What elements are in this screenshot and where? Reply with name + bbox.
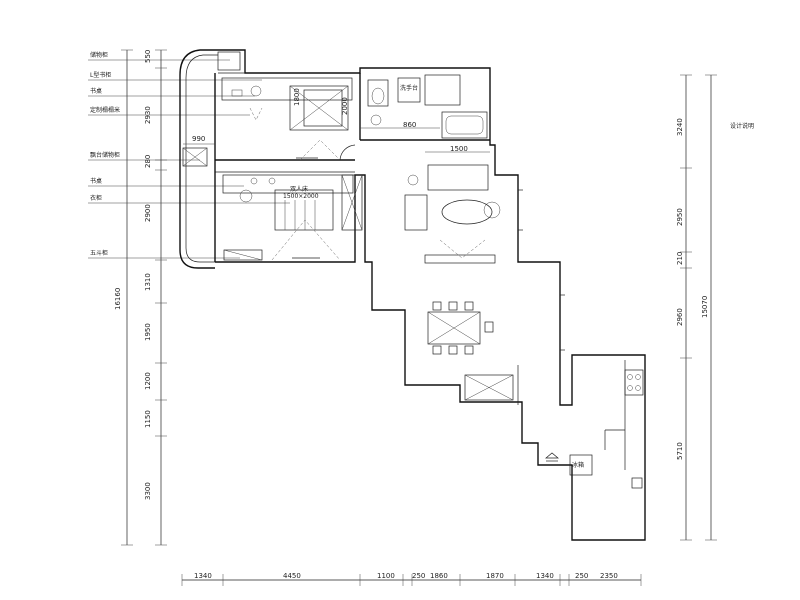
- fridge: [569, 454, 593, 476]
- right-dim-4: 2960: [676, 308, 684, 326]
- dim-sofa-width: 1500: [450, 145, 468, 153]
- bottom-dimension-chain: 1340 4450 1100 250 1860 1870 1340 250 23…: [181, 572, 642, 586]
- label-desk-bottom: 书桌: [90, 177, 102, 185]
- dim-bed-width: 2000: [341, 97, 349, 115]
- bay-storage-cabinet: [182, 147, 208, 167]
- dining-table: [427, 311, 481, 345]
- left-dim-8: 1150: [144, 410, 152, 428]
- left-dim-3: 280: [144, 155, 152, 168]
- bathroom: 洗手台 860: [360, 74, 488, 139]
- five-drawer-cabinet: [223, 249, 263, 261]
- dining-area: [427, 294, 565, 355]
- right-note: 设计说明: [730, 122, 754, 130]
- l-wall-cabinet-shape: [221, 77, 353, 101]
- wardrobe-shape: [341, 174, 363, 231]
- dim-bed-length: 1800: [293, 88, 301, 106]
- wc-label: 洗手台: [400, 84, 418, 92]
- tv-cabinet: [424, 254, 496, 264]
- label-desk-top: 书桌: [90, 87, 102, 95]
- storage-cabinet: [464, 374, 514, 401]
- bottom-dim-4: 250: [412, 572, 425, 580]
- right-dim-5: 5710: [676, 442, 684, 460]
- living-room: 1500: [404, 145, 523, 264]
- plant-icon: [483, 201, 501, 219]
- bottom-dim-1: 1340: [194, 572, 212, 580]
- side-sofa: [404, 194, 428, 231]
- toilet: [367, 79, 389, 107]
- right-dimension-chain: 3240 2950 210 2960 5710 15070 设计说明: [676, 74, 754, 541]
- label-five-drawer: 五斗柜: [90, 249, 108, 257]
- shower-area: [424, 74, 461, 106]
- label-wardrobe: 衣柜: [90, 194, 102, 202]
- exterior-walls: 990: [179, 49, 646, 541]
- label-bay-storage: 飘台储物柜: [90, 151, 120, 159]
- left-dim-total: 16160: [114, 288, 122, 310]
- left-dim-6: 1950: [144, 323, 152, 341]
- double-bed: [274, 189, 334, 231]
- bottom-dim-8: 250: [575, 572, 588, 580]
- desk-chair-icon: [250, 85, 262, 97]
- sink: [631, 477, 643, 489]
- lamp-icon: [407, 174, 419, 186]
- stove: [624, 369, 644, 396]
- coffee-table: [441, 199, 493, 225]
- dim-bay-width: 990: [192, 135, 205, 143]
- right-dim-2: 2950: [676, 208, 684, 226]
- bed-size: 1500×2000: [283, 193, 319, 200]
- bed-label: 双人床: [290, 185, 308, 193]
- desk-wardrobe-row: [222, 174, 354, 194]
- bathtub: [441, 111, 488, 139]
- left-dim-1: 550: [144, 50, 152, 63]
- tatami-bed: [289, 85, 349, 131]
- label-l-wall-cabinet: L型书柜: [90, 71, 111, 79]
- chair-icon: [239, 189, 253, 203]
- left-labels: 储物柜 L型书柜 书桌 定制榻榻米 飘台储物柜 书桌 衣柜 五斗柜: [88, 51, 290, 259]
- right-dim-total: 15070: [701, 296, 709, 318]
- left-dim-4: 2900: [144, 204, 152, 222]
- left-dim-5: 1310: [144, 273, 152, 291]
- washbasin: [397, 77, 421, 103]
- bottom-dim-9: 2350: [600, 572, 618, 580]
- left-dim-9: 3300: [144, 482, 152, 500]
- right-dim-3: 210: [676, 252, 684, 265]
- right-dim-1: 3240: [676, 118, 684, 136]
- bottom-dim-6: 1870: [486, 572, 504, 580]
- left-dimension-chain: 550 2930 280 2900 1310 1950 1200 1150 33…: [114, 50, 167, 546]
- bottom-dim-3: 1100: [377, 572, 395, 580]
- left-dim-7: 1200: [144, 372, 152, 390]
- bottom-dim-7: 1340: [536, 572, 554, 580]
- storage-room: [464, 365, 559, 462]
- label-storage-cabinet-top: 储物柜: [90, 51, 108, 59]
- bedroom-bottom: 双人床 1500×2000: [222, 174, 363, 261]
- kitchen: 冰箱: [569, 360, 644, 489]
- dim-corridor: 860: [403, 121, 416, 129]
- label-custom-tatami: 定制榻榻米: [90, 106, 120, 114]
- bedroom-top: 1800 2000: [221, 77, 356, 161]
- bottom-dim-2: 4450: [283, 572, 301, 580]
- bay-storage-box: [217, 51, 241, 71]
- kitchen-label: 冰箱: [572, 461, 584, 469]
- sofa: [427, 164, 489, 191]
- bottom-dim-5: 1860: [430, 572, 448, 580]
- entrance-arrow-icon: [545, 452, 559, 459]
